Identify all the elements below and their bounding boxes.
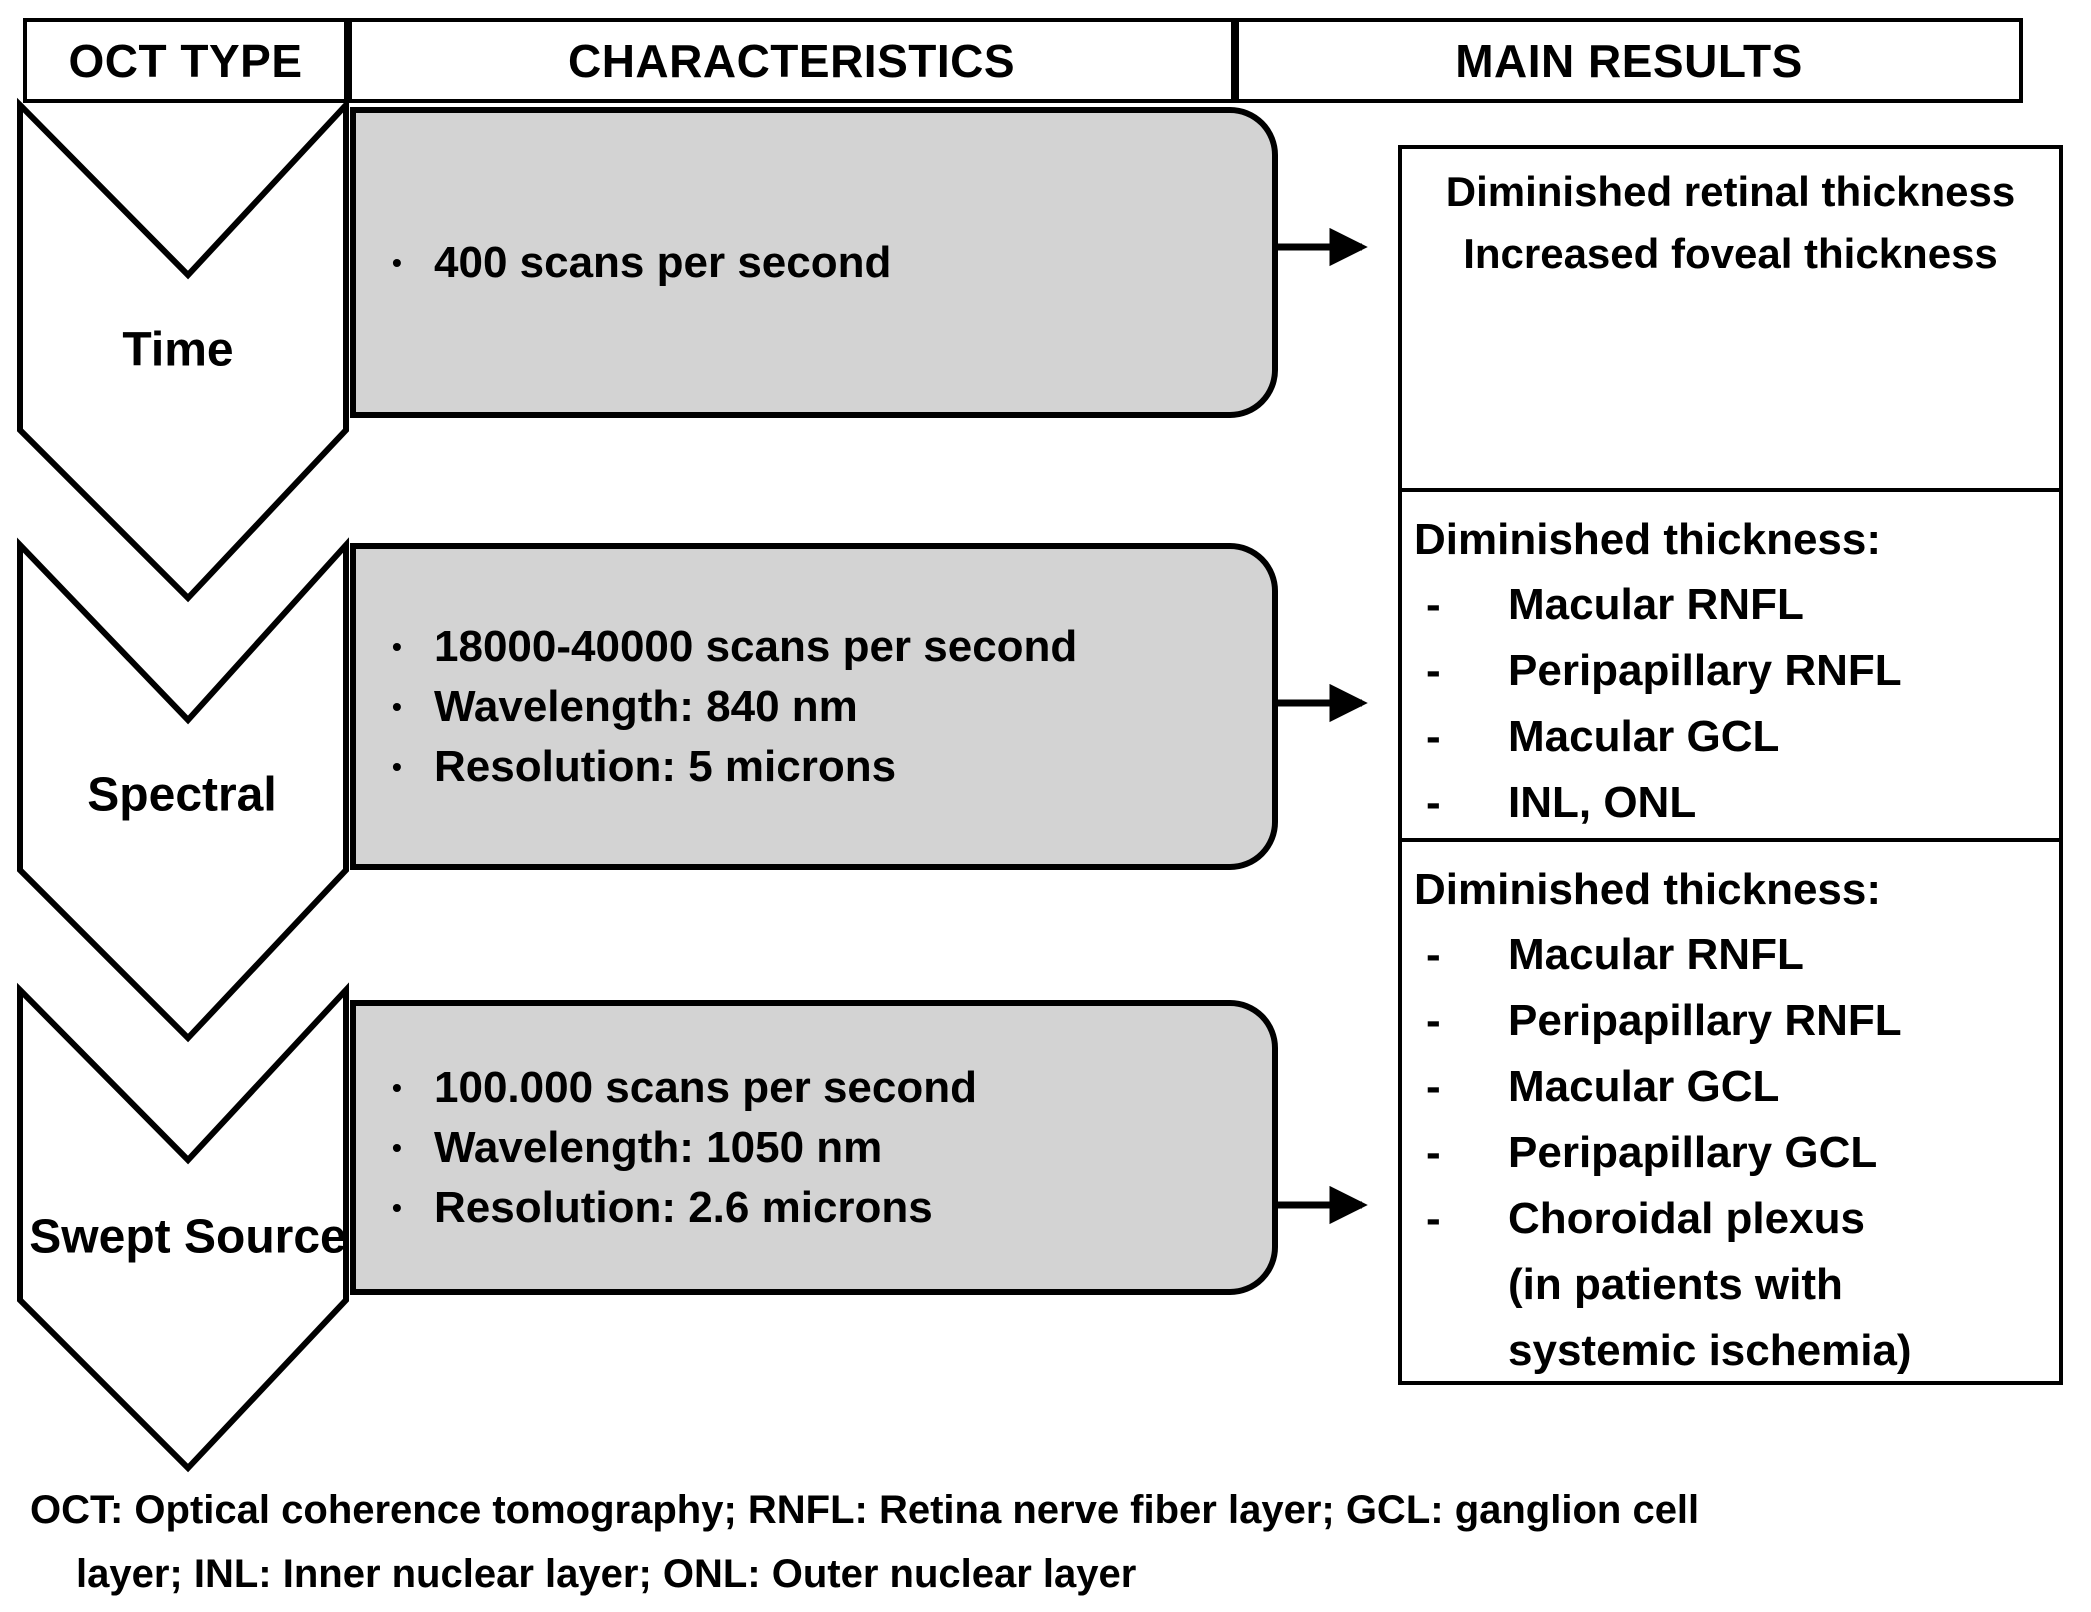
result-item-text: Macular GCL: [1508, 712, 1780, 761]
results-box-time: Diminished retinal thickness Increased f…: [1398, 145, 2063, 492]
characteristic-item: • Resolution: 2.6 microns: [392, 1178, 1272, 1238]
result-item-continuation: (in patients with: [1508, 1260, 1843, 1309]
result-line: Increased foveal thickness: [1463, 230, 1998, 277]
dash-marker: -: [1426, 1128, 1441, 1177]
characteristic-item: • Resolution: 5 microns: [392, 737, 1272, 797]
characteristic-item: • Wavelength: 840 nm: [392, 677, 1272, 737]
characteristics-box-spectral: • 18000-40000 scans per second • Wavelen…: [350, 543, 1278, 870]
dash-marker: -: [1426, 1062, 1441, 1111]
characteristic-text: 400 scans per second: [434, 237, 892, 287]
characteristics-box-swept-source: • 100.000 scans per second • Wavelength:…: [350, 1000, 1278, 1295]
result-item: - INL, ONL: [1402, 770, 2059, 836]
bullet-icon: •: [392, 690, 402, 722]
result-item: - Choroidal plexus: [1402, 1186, 2059, 1252]
dash-marker: -: [1426, 930, 1441, 979]
caption-line-2: layer; INL: Inner nuclear layer; ONL: Ou…: [76, 1552, 1137, 1596]
header-main-results: MAIN RESULTS: [1235, 18, 2023, 103]
characteristics-box-time: • 400 scans per second: [350, 107, 1278, 418]
result-item-text: Peripapillary GCL: [1508, 1128, 1878, 1177]
chevron-swept-source: [17, 982, 349, 1473]
characteristic-item: • Wavelength: 1050 nm: [392, 1118, 1272, 1178]
dash-marker: -: [1426, 712, 1441, 761]
result-item: - Macular GCL: [1402, 1054, 2059, 1120]
result-item: - Peripapillary RNFL: [1402, 638, 2059, 704]
bullet-icon: •: [392, 1131, 402, 1163]
result-item-text: Peripapillary RNFL: [1508, 646, 1902, 695]
oct-type-time-label: Time: [122, 323, 234, 377]
header-main-results-label: MAIN RESULTS: [1455, 34, 1803, 87]
result-item-continuation: systemic ischemia): [1508, 1326, 1912, 1375]
bullet-icon: •: [392, 1191, 402, 1223]
chevron-spectral: [17, 537, 349, 1043]
result-title: Diminished thickness:: [1414, 865, 1882, 914]
result-item-text: Peripapillary RNFL: [1508, 996, 1902, 1045]
result-item-text: Macular RNFL: [1508, 580, 1804, 629]
result-item: - Macular GCL: [1402, 704, 2059, 770]
bullet-icon: •: [392, 246, 402, 278]
header-characteristics: CHARACTERISTICS: [348, 18, 1235, 103]
result-item-text: Macular RNFL: [1508, 930, 1804, 979]
oct-type-swept-source-label: Swept Source: [29, 1210, 347, 1264]
characteristic-text: 18000-40000 scans per second: [434, 621, 1078, 671]
characteristic-item: • 18000-40000 scans per second: [392, 617, 1272, 677]
result-item-text: Macular GCL: [1508, 1062, 1780, 1111]
bullet-icon: •: [392, 630, 402, 662]
bullet-icon: •: [392, 750, 402, 782]
caption-line-1: OCT: Optical coherence tomography; RNFL:…: [30, 1488, 1700, 1532]
result-line: Diminished retinal thickness: [1445, 168, 2016, 215]
header-oct-type-label: OCT TYPE: [68, 34, 303, 87]
result-item-text: INL, ONL: [1508, 778, 1697, 827]
characteristic-text: Resolution: 2.6 microns: [434, 1182, 933, 1232]
result-item: - Macular RNFL: [1402, 572, 2059, 638]
dash-marker: -: [1426, 646, 1441, 695]
characteristic-item: • 100.000 scans per second: [392, 1058, 1272, 1118]
characteristic-text: Wavelength: 840 nm: [434, 681, 858, 731]
chevron-time: [17, 97, 349, 603]
result-item: - Peripapillary GCL: [1402, 1120, 2059, 1186]
bullet-icon: •: [392, 1071, 402, 1103]
result-item-text: Choroidal plexus: [1508, 1194, 1865, 1243]
characteristic-text: Wavelength: 1050 nm: [434, 1122, 883, 1172]
oct-type-spectral-label: Spectral: [87, 768, 277, 822]
result-item: - Peripapillary RNFL: [1402, 988, 2059, 1054]
header-characteristics-label: CHARACTERISTICS: [567, 34, 1016, 87]
dash-marker: -: [1426, 1194, 1441, 1243]
characteristic-item: • 400 scans per second: [392, 233, 1272, 293]
header-oct-type: OCT TYPE: [23, 18, 348, 103]
characteristic-text: Resolution: 5 microns: [434, 741, 897, 791]
results-box-swept-source: Diminished thickness: - Macular RNFL - P…: [1398, 838, 2063, 1385]
results-box-spectral: Diminished thickness: - Macular RNFL - P…: [1398, 488, 2063, 842]
result-item: - Macular RNFL: [1402, 922, 2059, 988]
dash-marker: -: [1426, 778, 1441, 827]
result-title: Diminished thickness:: [1414, 515, 1882, 564]
dash-marker: -: [1426, 996, 1441, 1045]
abbreviations-caption: OCT: Optical coherence tomography; RNFL:…: [30, 1478, 1699, 1606]
characteristic-text: 100.000 scans per second: [434, 1062, 977, 1112]
dash-marker: -: [1426, 580, 1441, 629]
